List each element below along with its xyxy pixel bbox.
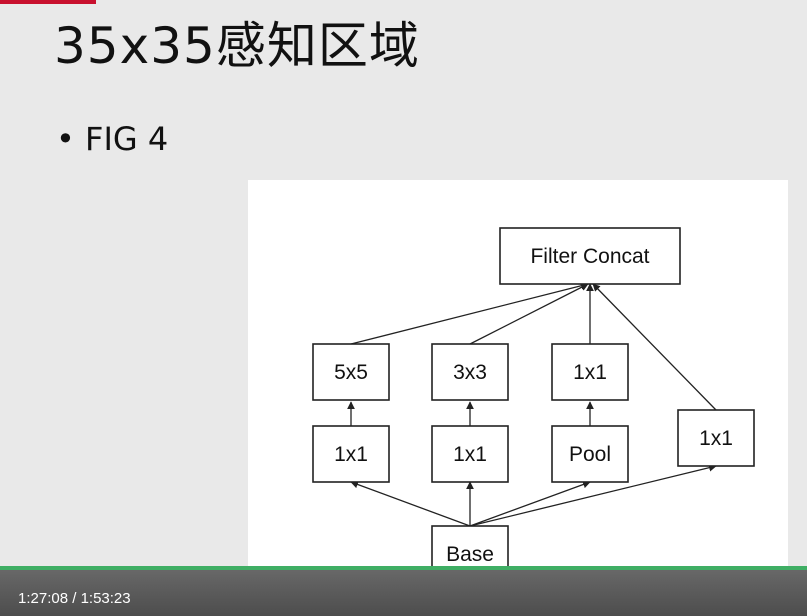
time-display: 1:27:08 / 1:53:23 (18, 590, 131, 607)
node-filter-concat (499, 227, 681, 285)
red-accent-bar (0, 0, 96, 4)
node-side-1x1 (677, 409, 755, 467)
inception-module-diagram: Filter Concat 5x5 3x3 1x1 1x1 1x1 Pool 1… (248, 180, 788, 580)
node-5x5 (312, 343, 390, 401)
edge-base-to-pool (469, 480, 591, 527)
node-lower-1x1-b-label: 1x1 (453, 443, 487, 466)
node-lower-1x1-b (431, 425, 509, 483)
edge-base-to-side-1x1 (469, 463, 717, 527)
node-3x3 (431, 343, 509, 401)
node-side-1x1-label: 1x1 (699, 427, 733, 450)
edge-3x3-to-concat (469, 283, 589, 345)
slide-title: 35x35感知区域 (54, 17, 420, 75)
video-player-bar[interactable] (0, 566, 807, 616)
time-separator: / (72, 590, 77, 607)
progress-bar[interactable] (0, 566, 807, 570)
edge-side-1x1-to-concat (592, 283, 717, 411)
edge-5x5-to-concat (350, 281, 589, 345)
current-time: 1:27:08 (18, 590, 69, 607)
node-pool (551, 425, 629, 483)
node-upper-1x1 (551, 343, 629, 401)
total-time: 1:53:23 (80, 590, 131, 607)
node-filter-concat-label: Filter Concat (530, 245, 649, 268)
node-base-label: Base (446, 543, 494, 566)
diagram-canvas: Filter Concat 5x5 3x3 1x1 1x1 1x1 Pool 1… (312, 227, 755, 580)
node-upper-1x1-label: 1x1 (573, 361, 607, 384)
slide-bullet: • FIG 4 (56, 120, 169, 158)
node-3x3-label: 3x3 (453, 361, 487, 384)
edge-base-to-1x1-a (350, 480, 471, 527)
node-pool-label: Pool (569, 443, 611, 466)
node-lower-1x1-a (312, 425, 390, 483)
node-5x5-label: 5x5 (334, 361, 368, 384)
node-lower-1x1-a-label: 1x1 (334, 443, 368, 466)
diagram-edges (347, 281, 717, 527)
